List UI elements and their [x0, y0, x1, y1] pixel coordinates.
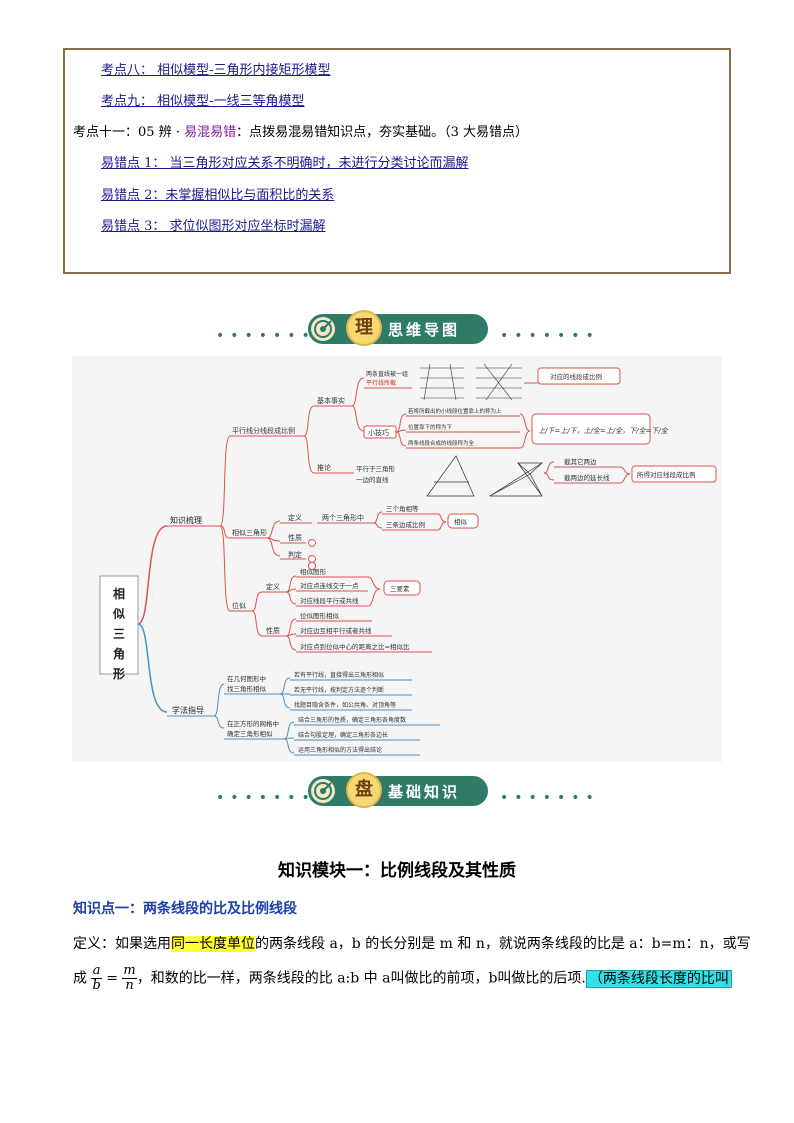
ws-d3: 对应线段平行或共线 [300, 596, 359, 605]
ws-dingyi: 定义 [266, 582, 280, 591]
banner-dots-right: ••••••• [500, 790, 600, 806]
toc-link-err1[interactable]: 易错点 1： 当三角形对应关系不明确时，未进行分类讨论而漏解 [101, 156, 469, 171]
root-node [99, 575, 139, 675]
node-pxx: 平行线分线段成比例 [232, 426, 295, 435]
frac-den-n: n [125, 978, 134, 993]
root-char-4: 角 [113, 646, 125, 661]
toc-box: 考点八： 相似模型-三角形内接矩形模型 考点九： 相似模型-一线三等角模型 考点… [63, 48, 731, 274]
xf-a-i2: 若无平行线，按判定方法逐个判断 [294, 686, 384, 694]
root-char-5: 形 [113, 667, 125, 681]
def-highlight: 同一长度单位 [171, 936, 255, 952]
parallel-figure-1 [420, 363, 464, 401]
banner-dots-left: ••••••• [216, 790, 316, 806]
frac-den-b: b [92, 978, 101, 993]
toc-link-9[interactable]: 考点九： 相似模型-一线三等角模型 [101, 94, 305, 109]
banner-pill: 理 思维导图 [308, 310, 488, 346]
triangle-figure-2 [489, 462, 543, 497]
banner-pill: 盘 基础知识 [308, 772, 488, 808]
jbss-desc-2: 平行线所截 [366, 379, 396, 387]
root-char-1: 相 [113, 586, 125, 601]
xsjx-dy-1: 三个角相等 [386, 504, 419, 513]
formula-box [531, 413, 651, 445]
parallel-figure-2 [476, 363, 522, 401]
formula-text: 上/下=上/下，上/全=上/全，下/全=下/全 [538, 427, 669, 435]
xf-b-i3: 运用三角形相似的方法得出结论 [298, 746, 382, 754]
triangle-figure-1 [426, 455, 475, 497]
xjq-tip-1: 若将所截出的小线段位置靠上的称为上 [408, 407, 502, 415]
root-char-2: 似 [112, 607, 125, 621]
target-icon [311, 779, 335, 803]
banner-dots-left: ••••••• [216, 328, 316, 344]
ws-xingzhi: 性质 [266, 626, 280, 635]
ws-d-result: 三要素 [390, 584, 410, 593]
toc-link-8[interactable]: 考点八： 相似模型-三角形内接矩形模型 [101, 63, 331, 78]
xsjx-panding: 判定 [288, 550, 302, 559]
frac-num-m: m [122, 963, 137, 979]
xf-b-i2: 结合勾股定理，确定三角形各边长 [298, 731, 388, 739]
point-title: 知识点一：两条线段的比及比例线段 [73, 901, 297, 917]
xsjx-dy-desc: 两个三角形中 [322, 513, 364, 522]
xf-b-1: 在正方形的网格中 [227, 719, 279, 728]
def-text-d: ，和数的比一样，两条线段的比 a:b 中 a叫做比的前项，b叫做比的后项. [136, 970, 586, 987]
node-jbss: 基本事实 [317, 396, 345, 405]
xjq-tip-3: 两条线段合成的线段称为全 [408, 439, 475, 447]
xjq-tip-2: 位置靠下的称为下 [408, 423, 453, 431]
node-tl: 推论 [317, 463, 331, 472]
node-zhishi: 知识梳理 [170, 515, 202, 525]
tl-desc-1: 平行于三角形 [356, 464, 396, 473]
banner-char-badge: 盘 [346, 772, 382, 808]
toc-item-11-suffix: ：点拨易混易错知识点，夯实基础。（3 大易错点） [236, 125, 528, 140]
xf-a-i3: 找题目隐含条件，如公共角、对顶角等 [294, 701, 396, 709]
banner-title: 思维导图 [388, 321, 461, 339]
mind-map: 相 似 三 角 形 知识梳理 学法指导 平行线分线段成比例 相似三角形 位似 基… [72, 356, 722, 762]
section-banner-basics: ••••••• 盘 基础知识 ••••••• [0, 772, 794, 812]
def-text-c: 成 [73, 970, 87, 987]
definition-line-1: 定义：如果选用同一长度单位的两条线段 a，b 的长分别是 m 和 n，就说两条线… [73, 934, 751, 954]
jbss-desc-1: 两条直线被一组 [366, 370, 408, 378]
toc-link-err2[interactable]: 易错点 2：未掌握相似比与面积比的关系 [101, 188, 335, 203]
banner-title: 基础知识 [388, 783, 461, 801]
xf-a-1: 在几何图形中 [227, 674, 266, 683]
node-ws: 位似 [232, 601, 246, 610]
section-banner-mindmap: ••••••• 理 思维导图 ••••••• [0, 310, 794, 350]
jbss-result: 对应的线段成比例 [550, 372, 602, 381]
root-char-3: 三 [113, 627, 125, 641]
xf-a-2: 找三角形相似 [227, 684, 267, 693]
def-text-a: 定义：如果选用 [73, 936, 171, 952]
tl-result-1: 截其它两边 [564, 457, 597, 466]
xsjx-dingyi: 定义 [288, 513, 302, 522]
ws-d1: 相似图形 [300, 567, 327, 576]
tl-result-2: 截两边的延长线 [564, 473, 610, 482]
xf-b-2: 确定三角形相似 [227, 729, 273, 738]
def-cyan-note: （两条线段长度的比叫 [585, 969, 732, 988]
tl-desc-2: 一边的直线 [356, 475, 389, 484]
toc-link-err3[interactable]: 易错点 3： 求位似图形对应坐标时漏解 [101, 219, 326, 234]
ws-x3: 对应点到位似中心的距离之比=相似比 [300, 642, 410, 651]
def-text-b: 的两条线段 a，b 的长分别是 m 和 n，就说两条线段的比是 a：b=m：n，… [255, 936, 751, 952]
xf-b-i1: 结合三角形的性质，确定三角形各角度数 [298, 716, 406, 724]
xsjx-xingzhi: 性质 [288, 533, 302, 542]
equals-sign: = [106, 970, 118, 987]
ws-x1: 位似图形相似 [300, 611, 340, 620]
toc-item-11-prefix: 考点十一：05 辨 · [73, 125, 185, 140]
xsjx-dy-2: 三条边成比例 [386, 520, 425, 529]
module-title: 知识模块一：比例线段及其性质 [278, 861, 516, 881]
node-xuefa: 学法指导 [172, 705, 204, 715]
banner-dots-right: ••••••• [500, 328, 600, 344]
frac-num-a: a [91, 963, 102, 979]
xsjx-dy-result: 相似 [454, 517, 468, 526]
ws-x2: 对应边互相平行或者共线 [300, 626, 372, 635]
node-xsjx: 相似三角形 [232, 528, 267, 537]
xf-a-i1: 若有平行线，直接得出三角形相似 [294, 671, 384, 679]
target-icon [311, 317, 335, 341]
tl-result-final: 所得对应线段成比例 [637, 470, 696, 479]
node-xjq: 小技巧 [368, 428, 389, 437]
ws-d2: 对应点连线交于一点 [300, 581, 359, 590]
toc-item-11-highlight: 易混易错 [184, 125, 237, 140]
toc-item-11[interactable]: 考点十一：05 辨 · 易混易错：点拨易混易错知识点，夯实基础。（3 大易错点） [73, 124, 528, 142]
banner-char-badge: 理 [346, 310, 382, 346]
